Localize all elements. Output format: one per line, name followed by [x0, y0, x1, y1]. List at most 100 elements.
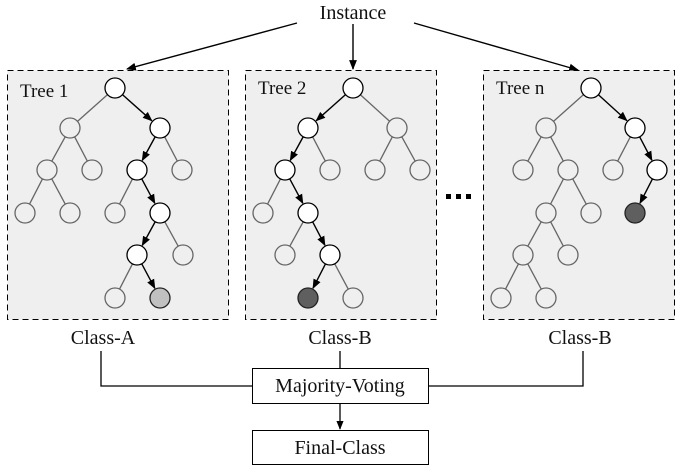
result-leaf-node: [624, 202, 646, 224]
instance-arrow-tree-1: [126, 22, 298, 71]
vote-connectors: [100, 351, 584, 387]
path-node: [624, 117, 646, 139]
tree-node: [386, 117, 408, 139]
decision-path-edge: [141, 136, 156, 162]
ellipsis-dots: [446, 194, 471, 199]
tree-node: [104, 202, 126, 224]
tree-edge: [550, 136, 564, 162]
tree-node: [535, 287, 557, 309]
tree-1-panel: [7, 70, 229, 320]
tree-edge: [74, 136, 88, 162]
path-node: [104, 77, 126, 99]
decision-path-edge: [315, 94, 346, 122]
tree-2-class-label: Class-B: [308, 327, 371, 349]
tree-node: [274, 244, 296, 266]
tree-n-panel: [483, 70, 675, 320]
tree-node: [512, 159, 534, 181]
tree-node: [580, 202, 602, 224]
majority-voting-label: Majority-Voting: [275, 375, 405, 397]
tree-edge: [51, 178, 66, 205]
tree-node: [490, 287, 512, 309]
tree-nodes: [14, 77, 668, 309]
result-leaf-node: [149, 287, 171, 309]
tree-edge: [550, 221, 564, 247]
ellipsis-dot: [446, 194, 451, 199]
ellipsis-dot: [466, 194, 471, 199]
tree-node: [252, 202, 274, 224]
tree-node: [14, 202, 36, 224]
instance-label: Instance: [320, 2, 387, 24]
path-node: [297, 202, 319, 224]
tree-2-label: Tree 2: [258, 78, 306, 99]
path-node: [126, 159, 148, 181]
tree-node: [36, 159, 58, 181]
decision-path-edge: [141, 263, 156, 290]
tree-node: [319, 159, 341, 181]
instance-arrow-tree-n: [413, 22, 579, 72]
tree-edge: [527, 263, 542, 290]
decision-path-edge: [141, 221, 156, 247]
tree-edge: [401, 136, 416, 162]
tree-node: [59, 117, 81, 139]
tree-node: [409, 159, 431, 181]
tree-edge: [359, 94, 391, 122]
tree-edge: [118, 178, 134, 205]
tree-n-label: Tree n: [496, 78, 545, 99]
tree-node: [364, 159, 386, 181]
tree-edge: [549, 178, 565, 205]
tree-edge: [77, 94, 108, 122]
tree-n-class-label: Class-B: [548, 327, 611, 349]
tree-edges: [28, 94, 654, 290]
ellipsis-dot: [456, 194, 461, 199]
decision-path-edge: [639, 136, 653, 162]
tree-edge: [553, 94, 584, 122]
final-class-box: [252, 430, 429, 465]
decision-path-edge: [312, 263, 327, 290]
tree-2-panel: [245, 70, 437, 320]
decision-path-edge: [122, 94, 153, 122]
tree-edge: [617, 136, 631, 162]
tree-edge: [379, 136, 393, 162]
result-leaf-node: [297, 287, 319, 309]
path-node: [580, 77, 602, 99]
path-node: [342, 77, 364, 99]
tree-edge: [334, 263, 349, 290]
tree-node: [59, 202, 81, 224]
tree-edge: [266, 178, 282, 205]
tree-node: [557, 159, 579, 181]
tree-node: [557, 244, 579, 266]
path-node: [126, 244, 148, 266]
tree-edge: [312, 136, 326, 162]
tree-edge: [527, 221, 542, 247]
tree-edge: [164, 221, 179, 247]
decision-path-edge: [639, 178, 654, 205]
path-node: [646, 159, 668, 181]
tree-edge: [28, 178, 44, 205]
path-node: [274, 159, 296, 181]
tree-node: [602, 159, 624, 181]
tree-edge: [51, 136, 66, 162]
tree-1-label: Tree 1: [20, 81, 68, 102]
decision-path-edge: [312, 221, 326, 247]
tree-node: [104, 287, 126, 309]
tree-edge: [164, 136, 178, 162]
connector-tree-1: [100, 351, 252, 387]
tree-node: [171, 159, 193, 181]
tree-node: [535, 202, 557, 224]
decision-path-edge: [141, 178, 156, 205]
decision-path-edge: [289, 178, 304, 205]
path-node: [149, 117, 171, 139]
decision-path-edge: [289, 136, 304, 162]
tree-edge: [118, 263, 134, 290]
decision-path-edge: [597, 94, 628, 122]
tree-edge: [572, 178, 587, 205]
path-node: [149, 202, 171, 224]
tree-node: [535, 117, 557, 139]
majority-voting-box: [252, 368, 429, 404]
tree-edge: [527, 136, 542, 162]
tree-edge: [504, 263, 520, 290]
tree-1-class-label: Class-A: [71, 327, 136, 349]
path-node: [319, 244, 341, 266]
tree-node: [342, 287, 364, 309]
